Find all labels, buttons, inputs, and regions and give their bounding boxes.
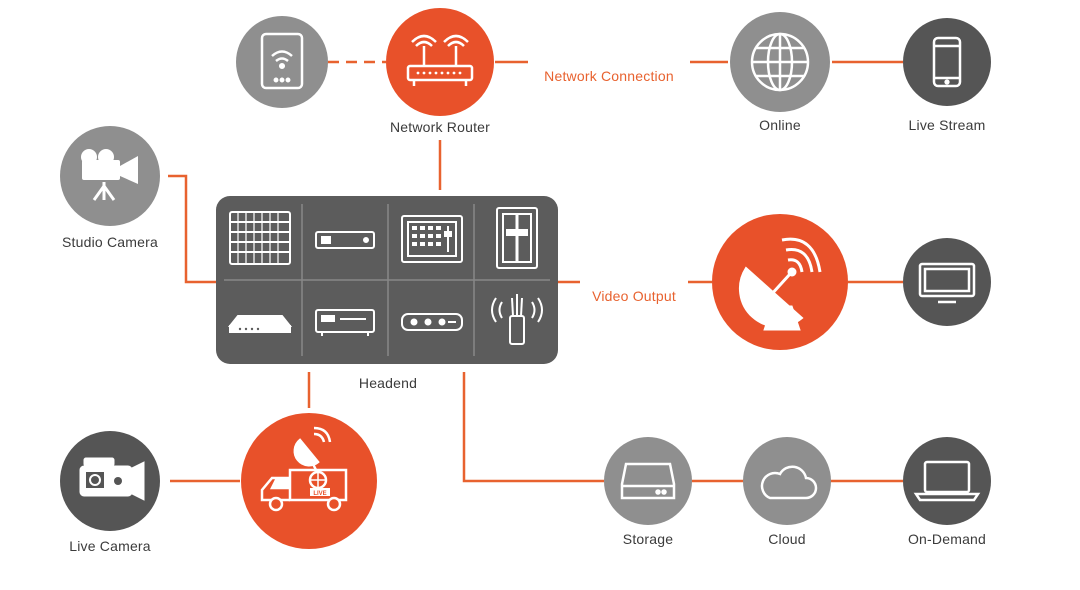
- on-demand-node[interactable]: [903, 437, 991, 525]
- video-output-node[interactable]: [712, 214, 848, 350]
- media-player-icon: [315, 309, 375, 336]
- live-camera-node[interactable]: [60, 431, 160, 531]
- laptop-icon: [913, 460, 981, 502]
- broadcast-truck-icon: [260, 426, 348, 512]
- studio-camera-label: Studio Camera: [62, 234, 158, 250]
- headend-panel[interactable]: [216, 196, 558, 364]
- storage-drive-icon: [620, 462, 676, 500]
- satellite-dish-icon: [738, 237, 822, 331]
- wireless-antenna-icon: [491, 294, 543, 345]
- cloud-icon: [760, 465, 818, 500]
- network-connection-label: Network Connection: [544, 68, 674, 84]
- live-stream-node[interactable]: [903, 18, 991, 106]
- headend-label: Headend: [358, 375, 418, 391]
- smartphone-icon: [932, 36, 962, 88]
- tv-node[interactable]: [903, 238, 991, 326]
- cloud-node[interactable]: [743, 437, 831, 525]
- studio-camera-icon: [81, 149, 138, 201]
- patch-panel-icon: [229, 211, 291, 265]
- storage-label: Storage: [622, 531, 674, 547]
- cloud-label: Cloud: [768, 531, 806, 547]
- truck-live-badge: LIVE: [313, 491, 326, 497]
- connectors: [168, 60, 903, 483]
- monitor-icon: [918, 262, 976, 304]
- live-camera-label: Live Camera: [69, 538, 151, 554]
- control-panel-icon: [401, 215, 463, 263]
- on-demand-label: On-Demand: [907, 531, 987, 547]
- tablet-node[interactable]: [236, 16, 328, 108]
- set-top-box-icon: [315, 231, 375, 249]
- router-icon: [406, 34, 474, 86]
- online-label: Online: [759, 117, 801, 133]
- connector-studio-headend: [168, 174, 216, 284]
- studio-camera-node[interactable]: [60, 126, 160, 226]
- camcorder-icon: [79, 457, 145, 501]
- network-router-label: Network Router: [389, 119, 491, 135]
- live-stream-label: Live Stream: [908, 117, 986, 133]
- storage-node[interactable]: [604, 437, 692, 525]
- broadcast-truck-node[interactable]: LIVE: [241, 413, 377, 549]
- network-switch-icon: [227, 315, 293, 333]
- network-router-node[interactable]: [386, 8, 494, 116]
- receiver-icon: [401, 313, 463, 331]
- fader-icon: [496, 207, 538, 269]
- tablet-wifi-icon: [260, 32, 304, 90]
- connector-headend-storage: [462, 372, 604, 483]
- video-output-label: Video Output: [592, 288, 676, 304]
- globe-icon: [750, 32, 810, 92]
- online-node[interactable]: [730, 12, 830, 112]
